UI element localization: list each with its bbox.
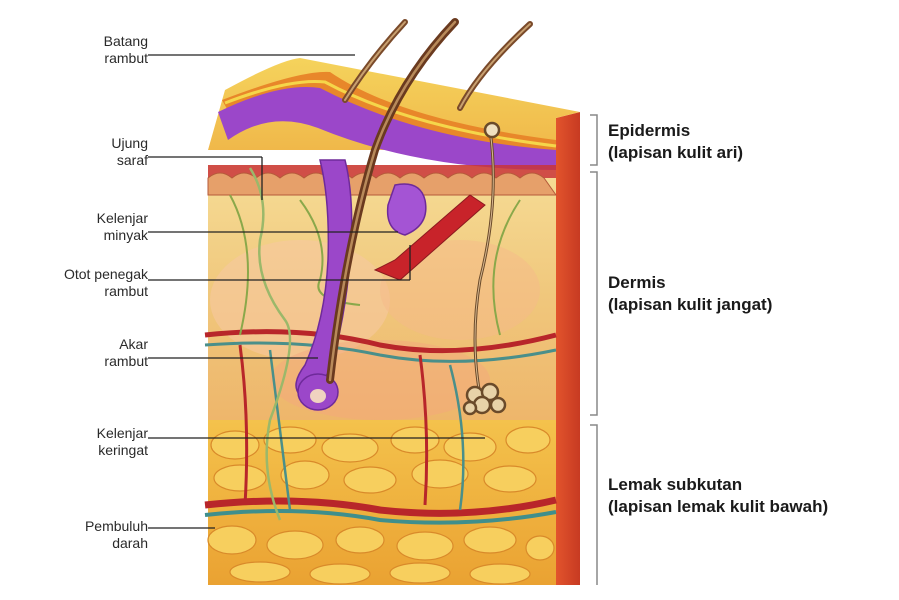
label-pembuluh-darah: Pembuluhdarah [8, 518, 148, 552]
label-kelenjar-keringat: Kelenjarkeringat [8, 425, 148, 459]
skin-side-face [556, 112, 580, 585]
section-lemak-subkutan: Lemak subkutan(lapisan lemak kulit bawah… [608, 474, 828, 518]
section-brackets [590, 115, 597, 585]
dermis-layer [208, 165, 556, 427]
label-otot-penegak-rambut: Otot penegakrambut [8, 266, 148, 300]
section-epidermis: Epidermis(lapisan kulit ari) [608, 120, 743, 164]
label-batang-rambut: Batangrambut [8, 33, 148, 67]
label-akar-rambut: Akarrambut [8, 336, 148, 370]
epidermis-layer [208, 58, 580, 195]
label-kelenjar-minyak: Kelenjarminyak [8, 210, 148, 244]
section-dermis: Dermis(lapisan kulit jangat) [608, 272, 772, 316]
label-ujung-saraf: Ujungsaraf [8, 135, 148, 169]
